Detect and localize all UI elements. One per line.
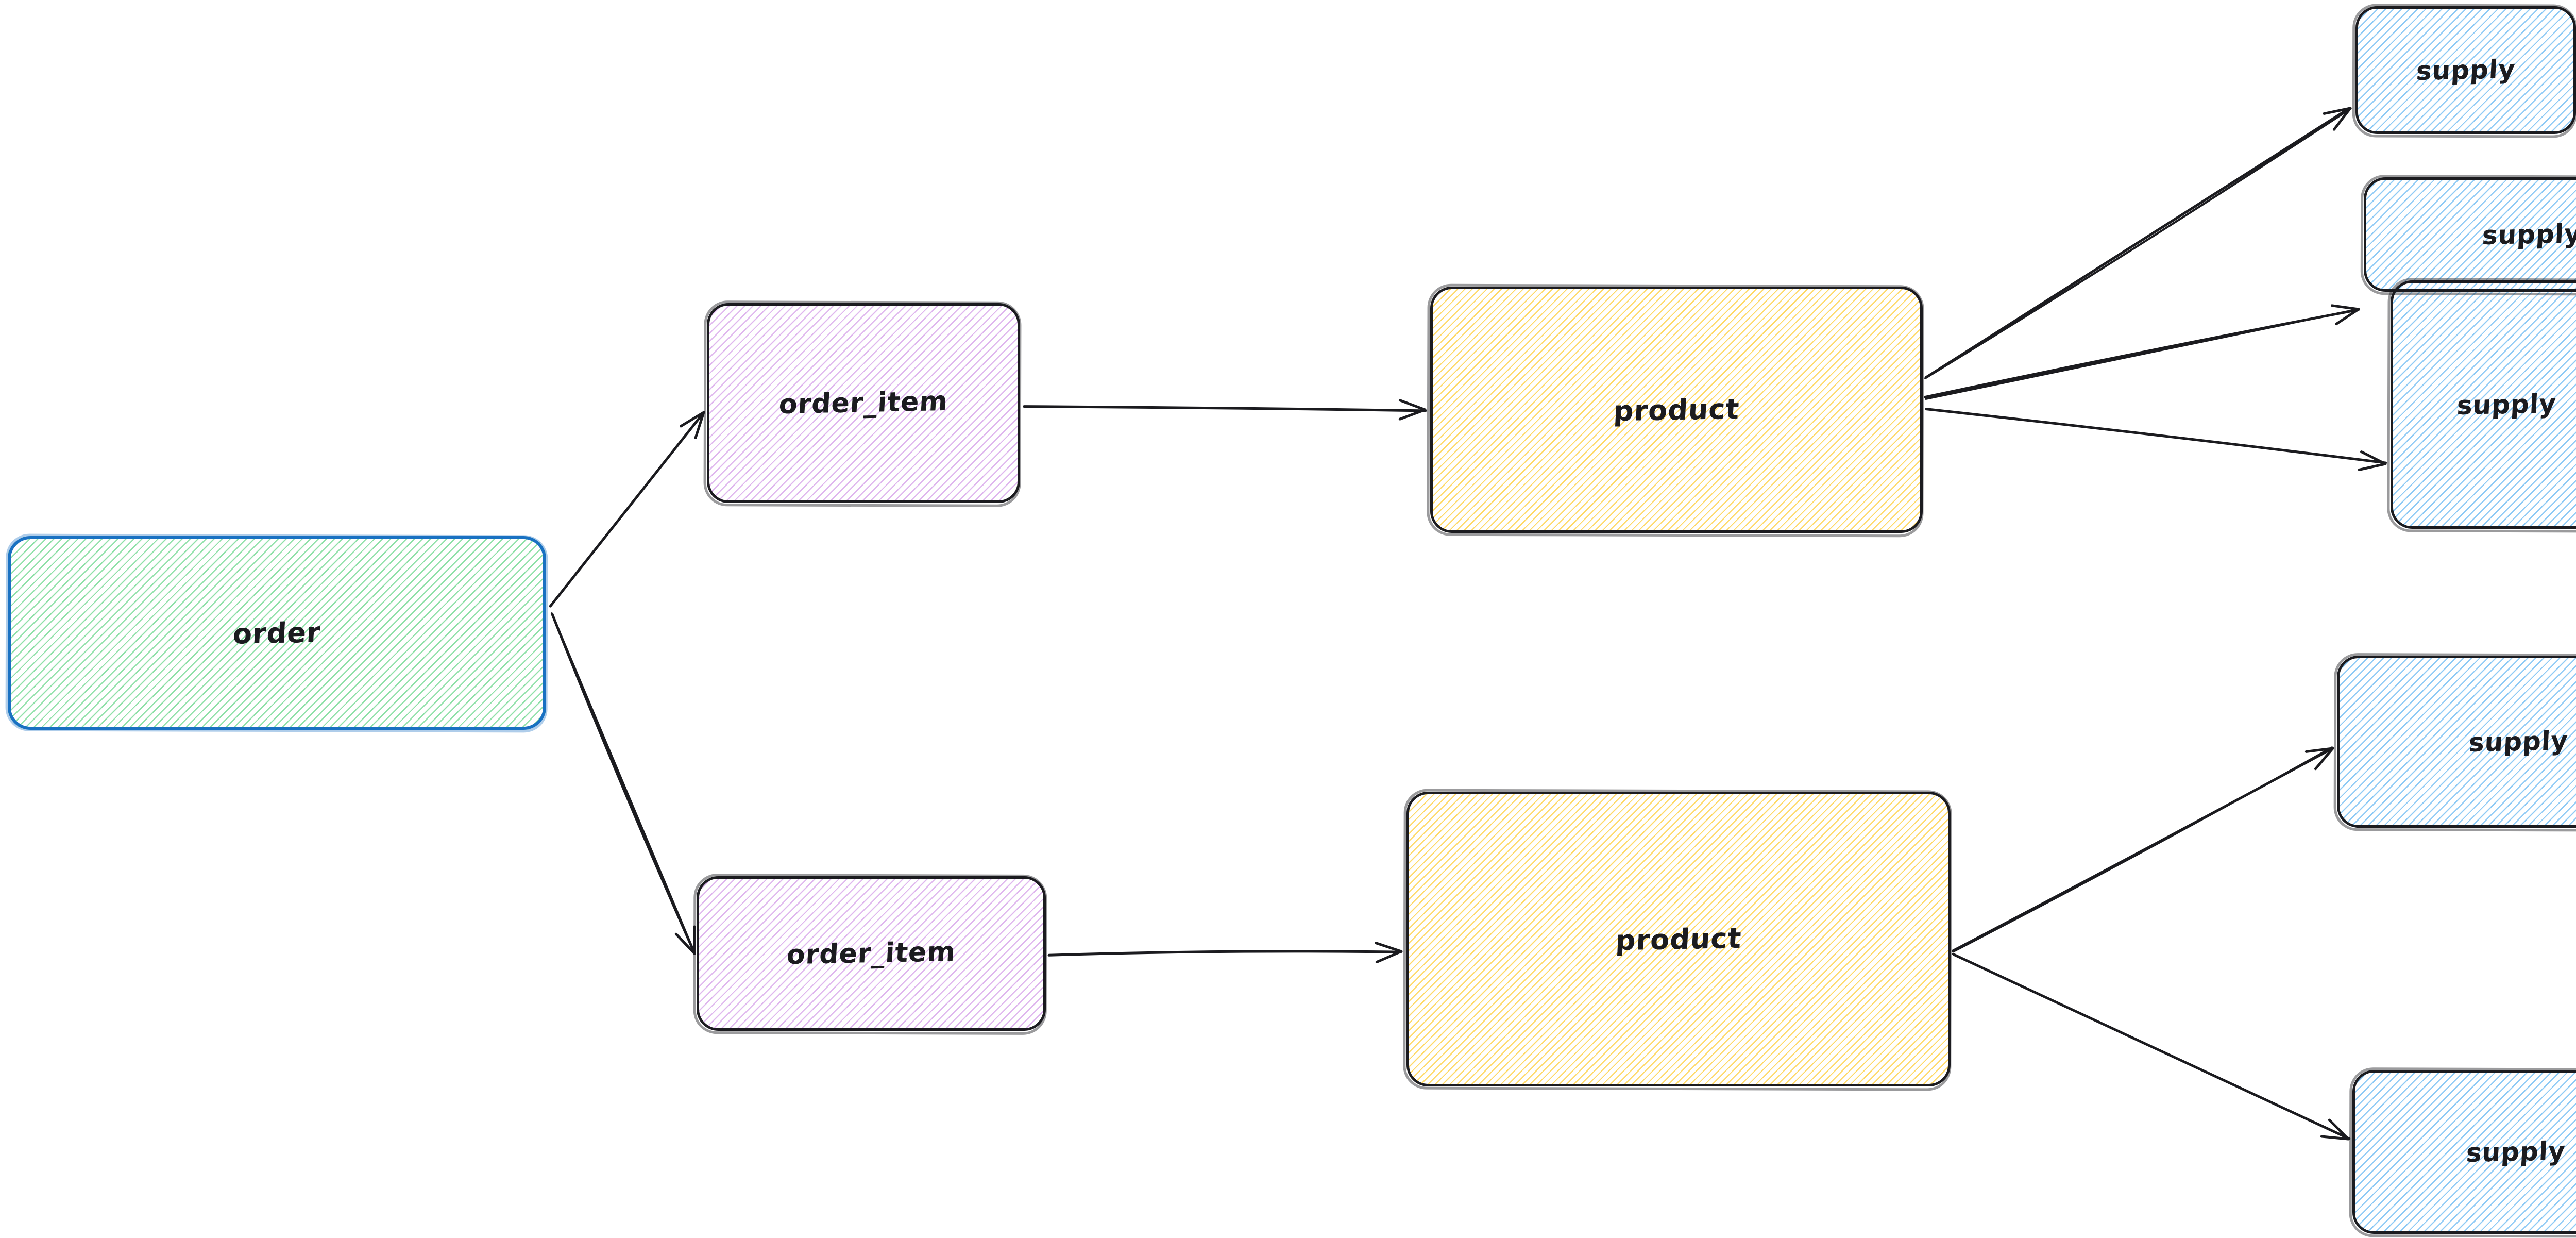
entity-node-supply-3[interactable]: supply: [2391, 280, 2576, 529]
entity-label: supply: [2456, 389, 2557, 421]
entity-label: order_item: [778, 386, 949, 421]
entity-node-order-item-top[interactable]: order_item: [707, 303, 1020, 503]
entity-node-supply-2[interactable]: supply: [2364, 177, 2576, 292]
entity-label: order: [232, 615, 322, 650]
entity-label: supply: [2415, 54, 2516, 86]
entity-label: supply: [2468, 726, 2569, 758]
entity-label: order_item: [786, 936, 957, 971]
entity-label: supply: [2465, 1136, 2566, 1168]
entity-node-supply-1[interactable]: supply: [2355, 6, 2576, 134]
entity-node-order[interactable]: order: [8, 536, 546, 730]
entity-node-supply-4[interactable]: supply: [2337, 656, 2576, 828]
entity-node-supply-5[interactable]: supply: [2352, 1070, 2576, 1234]
entity-node-order-item-bottom[interactable]: order_item: [697, 876, 1046, 1031]
entity-node-product-bottom[interactable]: product: [1406, 792, 1951, 1086]
entity-node-product-top[interactable]: product: [1430, 287, 1923, 533]
entity-label: supply: [2481, 219, 2576, 250]
entity-label: product: [1615, 922, 1742, 957]
entity-label: product: [1613, 392, 1740, 427]
